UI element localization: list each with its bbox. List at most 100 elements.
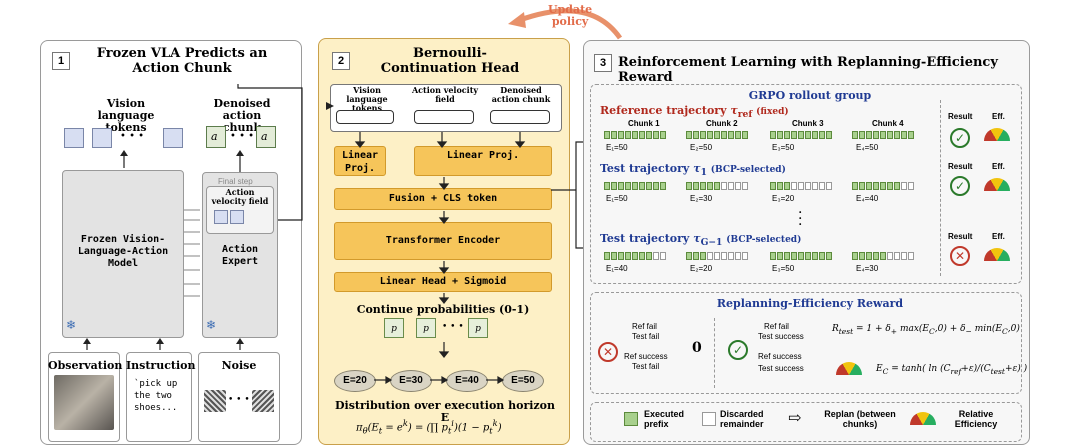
reward-box bbox=[590, 292, 1022, 394]
panel2-number: 2 bbox=[332, 52, 350, 70]
panel1-title: Frozen VLA Predicts an Action Chunk bbox=[96, 46, 268, 76]
prob-token: p bbox=[384, 318, 404, 338]
result-divider bbox=[940, 100, 942, 276]
denoised-chunk-label: Denoised action chunk bbox=[213, 97, 271, 134]
grpo-group bbox=[590, 84, 1022, 284]
test2-chunk-3 bbox=[770, 252, 833, 261]
head-input-velocity: Action velocity field bbox=[411, 85, 479, 104]
node-arrows bbox=[374, 375, 505, 385]
legend-box bbox=[590, 402, 1022, 442]
instruction-box bbox=[126, 352, 192, 442]
panel1-number: 1 bbox=[52, 52, 70, 70]
ref-success-label: Ref success bbox=[758, 352, 802, 361]
panel2-title: Bernoulli-Continuation Head bbox=[380, 46, 520, 76]
distribution-label: Distribution over execution horizon E bbox=[335, 399, 555, 424]
vision-token bbox=[92, 128, 112, 148]
grpo-title: GRPO rollout group bbox=[748, 89, 872, 102]
horizon-node: E=20 bbox=[334, 370, 376, 392]
ref-E: E₃=50 bbox=[772, 143, 795, 152]
test2-label: Test trajectory τG−1 (BCP-selected) bbox=[600, 232, 802, 249]
snowflake-icon: ❄ bbox=[206, 318, 217, 332]
chunk-label: Chunk 1 bbox=[628, 119, 660, 128]
ref-chunk-1 bbox=[604, 131, 667, 140]
efficiency-gauge-icon bbox=[984, 178, 1010, 191]
chunk-label: Chunk 3 bbox=[792, 119, 824, 128]
ellipsis: • • • bbox=[120, 131, 145, 142]
token-strip bbox=[336, 110, 394, 124]
horizon-node: E=40 bbox=[446, 370, 488, 392]
update-policy-label: Update policy bbox=[548, 3, 593, 28]
distribution-formula: πθ(Et = ek) = (∏ pti)(1 − ptk) bbox=[356, 418, 502, 436]
legend-discarded: Discarded remainder bbox=[720, 409, 764, 429]
test1-chunk-2 bbox=[686, 182, 749, 191]
horizon-node: E=30 bbox=[390, 370, 432, 392]
observation-image bbox=[54, 375, 114, 430]
efficiency-gauge-icon bbox=[984, 128, 1010, 141]
eff-label: Eff. bbox=[992, 112, 1005, 121]
ref-E: E₄=50 bbox=[856, 143, 879, 152]
legend-efficiency: Relative Efficiency bbox=[954, 409, 998, 429]
velocity-token bbox=[230, 210, 244, 224]
ref-traj-label: Reference trajectory τref (fixed) bbox=[600, 104, 789, 121]
final-step-label: Final step bbox=[218, 177, 253, 186]
test1-chunk-3 bbox=[770, 182, 833, 191]
reward-divider bbox=[714, 318, 716, 388]
aH-label: a bbox=[261, 130, 268, 143]
token-strip bbox=[490, 110, 550, 124]
snowflake-icon: ❄ bbox=[66, 318, 77, 332]
prob-token: p bbox=[416, 318, 436, 338]
horizon-node: E=50 bbox=[502, 370, 544, 392]
panel-connectors bbox=[326, 102, 590, 249]
test1-E: E₃=20 bbox=[772, 194, 795, 203]
reward-formula: Rtest = 1 + δ+ max(EC,0) + δ− min(EC,0) bbox=[832, 324, 1020, 336]
reward-title: Replanning-Efficiency Reward bbox=[716, 297, 904, 310]
test2-chunk-4 bbox=[852, 252, 915, 261]
model-label: Frozen Vision-Language-Action Model bbox=[77, 234, 169, 269]
success-icon: ✓ bbox=[728, 340, 748, 360]
test-fail-label: Test fail bbox=[632, 332, 660, 341]
executed-swatch bbox=[624, 412, 638, 426]
noise-label: Noise bbox=[221, 359, 257, 372]
ref-chunk-2 bbox=[686, 131, 749, 140]
frozen-vla-model bbox=[62, 170, 184, 338]
prob-token: p bbox=[468, 318, 488, 338]
vision-tokens-label: Vision language tokens bbox=[97, 97, 155, 134]
action-token-aH bbox=[256, 126, 276, 148]
head-input-chunk: Denoised action chunk bbox=[491, 85, 551, 104]
ref-fail-label: Ref fail bbox=[632, 322, 657, 331]
continue-probs-label: Continue probabilities (0-1) bbox=[356, 303, 530, 316]
velocity-token bbox=[214, 210, 228, 224]
test2-chunk-2 bbox=[686, 252, 749, 261]
efficiency-gauge-icon bbox=[836, 362, 862, 375]
ellipsis: • • • bbox=[442, 322, 464, 332]
token-strip bbox=[414, 110, 474, 124]
test-fail-label: Test fail bbox=[632, 362, 660, 371]
velocity-field-label: Action velocity field bbox=[211, 187, 269, 206]
test1-chunk-1 bbox=[604, 182, 667, 191]
test2-E: E₁=40 bbox=[606, 264, 628, 273]
linear-proj-1: Linear Proj. bbox=[334, 146, 386, 176]
replan-arrow-icon: ⇨ bbox=[788, 408, 802, 427]
ref-E: E₂=50 bbox=[690, 143, 713, 152]
panel2-arrows bbox=[354, 132, 526, 358]
linear-proj-2: Linear Proj. bbox=[414, 146, 552, 176]
chunk-label: Chunk 4 bbox=[872, 119, 904, 128]
efficiency-gauge-icon bbox=[910, 412, 936, 425]
efficiency-gauge-icon bbox=[984, 248, 1010, 261]
chunk-label: Chunk 2 bbox=[706, 119, 738, 128]
test1-E: E₁=50 bbox=[606, 194, 628, 203]
success-icon: ✓ bbox=[950, 176, 970, 196]
failure-icon: ✕ bbox=[950, 246, 970, 266]
instruction-text: `pick up the two shoes... bbox=[134, 379, 178, 413]
test1-E: E₄=40 bbox=[856, 194, 879, 203]
test2-chunk-1 bbox=[604, 252, 667, 261]
ellipsis: • • • bbox=[228, 395, 250, 405]
update-policy-arrow bbox=[508, 8, 623, 40]
test2-E: E₄=30 bbox=[856, 264, 879, 273]
fusion-cls: Fusion + CLS token bbox=[334, 188, 552, 210]
vertical-ellipsis: ··· bbox=[798, 205, 803, 233]
success-icon: ✓ bbox=[950, 128, 970, 148]
action-token-a1 bbox=[206, 126, 226, 148]
head-inputs bbox=[330, 84, 562, 132]
ref-chunk-3 bbox=[770, 131, 833, 140]
